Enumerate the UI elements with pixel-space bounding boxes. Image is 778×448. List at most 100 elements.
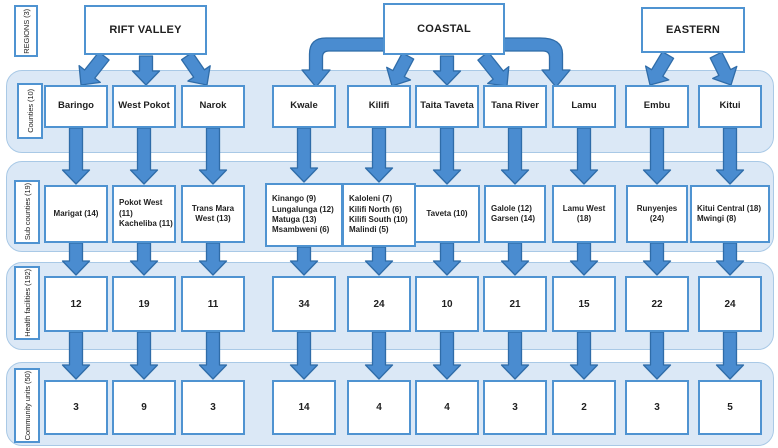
county-box: Lamu — [552, 85, 616, 128]
county-box: West Pokot — [112, 85, 176, 128]
community-units-count: 14 — [298, 402, 310, 413]
county-label: Embu — [643, 100, 671, 112]
community-units-box: 3 — [483, 380, 547, 435]
sub-county-label: Galole (12) Garsen (14) — [491, 203, 536, 223]
row-label-sub-counties-text: Sub counties (19) — [22, 183, 32, 241]
region-box-coastal: COASTAL — [383, 3, 505, 55]
arrow — [364, 246, 394, 276]
community-units-box: 4 — [415, 380, 479, 435]
community-units-box: 5 — [698, 380, 762, 435]
row-label-community-units: Community units (50) — [14, 368, 40, 443]
health-facilities-box: 12 — [44, 276, 108, 332]
arrow — [569, 331, 599, 380]
arrow — [61, 331, 91, 380]
community-units-box: 9 — [112, 380, 176, 435]
row-label-health-facilities: Health facilities (192) — [14, 266, 40, 340]
arrow — [715, 331, 745, 380]
sub-county-label: Kaloleni (7) Kilifi North (6) Kilifi Sou… — [349, 194, 408, 235]
arrow — [500, 127, 530, 185]
health-facilities-count: 21 — [509, 298, 521, 310]
community-units-box: 3 — [625, 380, 689, 435]
sub-county-label: Pokot West (11) Kacheliba (11) — [119, 198, 173, 229]
community-units-box: 4 — [347, 380, 411, 435]
health-facilities-box: 24 — [347, 276, 411, 332]
region-label: COASTAL — [417, 23, 471, 35]
arrow — [642, 331, 672, 380]
health-facilities-count: 24 — [724, 298, 736, 310]
arrow — [503, 37, 571, 88]
sub-county-label: Kitui Central (18) Mwingi (8) — [697, 203, 762, 223]
community-units-count: 3 — [73, 402, 79, 413]
health-facilities-box: 15 — [552, 276, 616, 332]
county-box: Embu — [625, 85, 689, 128]
sub-county-box: Taveta (10) — [414, 185, 480, 243]
county-label: Baringo — [58, 100, 94, 112]
arrow — [642, 242, 672, 276]
sub-county-box: Trans Mara West (13) — [181, 185, 245, 243]
community-units-count: 4 — [444, 402, 450, 413]
county-label: Kwale — [290, 100, 318, 112]
arrow — [432, 55, 462, 86]
sub-county-label: Marigat (14) — [53, 208, 99, 218]
county-label: Narok — [199, 100, 227, 112]
community-units-box: 2 — [552, 380, 616, 435]
arrow — [364, 127, 394, 183]
county-label: Kitui — [719, 100, 741, 112]
row-label-regions-text: REGIONS (3) — [21, 8, 31, 54]
arrow — [198, 242, 228, 276]
row-label-health-facilities-text: Health facilities (192) — [22, 269, 32, 337]
sub-county-box: Kaloleni (7) Kilifi North (6) Kilifi Sou… — [342, 183, 416, 247]
sub-county-box: Marigat (14) — [44, 185, 108, 243]
health-facilities-count: 22 — [651, 298, 663, 310]
sub-county-label: Lamu West (18) — [562, 203, 606, 223]
health-facilities-count: 10 — [441, 298, 453, 310]
row-label-sub-counties: Sub counties (19) — [14, 180, 40, 244]
community-units-count: 5 — [727, 402, 733, 413]
health-facilities-count: 34 — [298, 298, 310, 310]
county-box: Taita Taveta — [415, 85, 479, 128]
sub-county-label: Runyenjes (24) — [636, 203, 678, 223]
arrow — [78, 51, 110, 86]
arrow — [500, 331, 530, 380]
arrow — [386, 52, 415, 87]
health-facilities-box: 34 — [272, 276, 336, 332]
sub-county-label: Taveta (10) — [426, 208, 468, 218]
region-label: EASTERN — [666, 24, 720, 36]
county-label: Kilifi — [368, 100, 390, 112]
arrow — [289, 127, 319, 183]
health-facilities-box: 24 — [698, 276, 762, 332]
health-facilities-box: 19 — [112, 276, 176, 332]
arrow — [198, 331, 228, 380]
row-label-counties-text: Counties (10) — [25, 89, 35, 133]
arrow — [709, 51, 738, 86]
county-box: Kilifi — [347, 85, 411, 128]
sub-county-box: Runyenjes (24) — [626, 185, 688, 243]
region-box-eastern: EASTERN — [641, 7, 745, 53]
community-units-box: 14 — [272, 380, 336, 435]
sub-county-label: Trans Mara West (13) — [191, 203, 235, 223]
arrow — [432, 127, 462, 185]
county-label: Taita Taveta — [420, 100, 474, 112]
arrow — [289, 246, 319, 276]
county-box: Narok — [181, 85, 245, 128]
community-units-count: 3 — [654, 402, 660, 413]
row-label-counties: Counties (10) — [17, 83, 43, 139]
health-facilities-count: 24 — [373, 298, 385, 310]
arrow — [432, 242, 462, 276]
arrow — [131, 55, 161, 86]
arrow — [198, 127, 228, 185]
community-units-box: 3 — [181, 380, 245, 435]
arrow — [129, 242, 159, 276]
arrow — [644, 51, 675, 86]
region-box-rift-valley: RIFT VALLEY — [84, 5, 207, 55]
arrow — [642, 127, 672, 185]
county-box: Baringo — [44, 85, 108, 128]
county-box: Kwale — [272, 85, 336, 128]
county-box: Kitui — [698, 85, 762, 128]
county-label: West Pokot — [118, 100, 170, 112]
arrow — [477, 51, 510, 87]
arrow — [61, 127, 91, 185]
community-units-count: 4 — [376, 402, 382, 413]
arrow — [301, 37, 385, 88]
row-label-regions: REGIONS (3) — [14, 5, 38, 57]
